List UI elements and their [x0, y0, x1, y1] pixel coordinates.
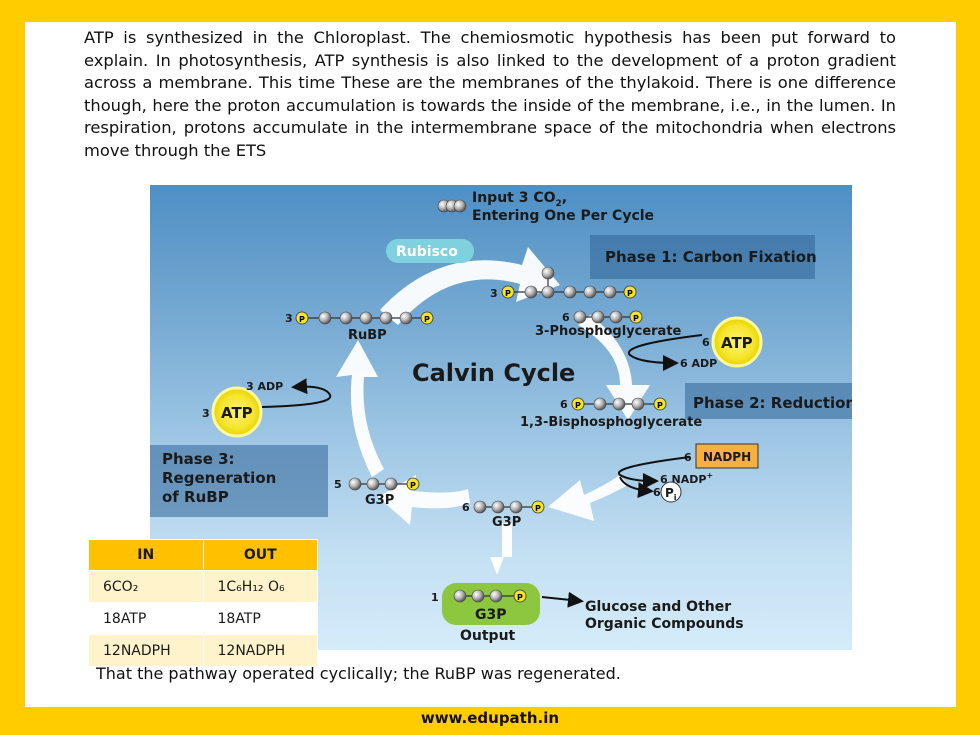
- pga-molecule: 6 P: [562, 310, 643, 324]
- svg-text:P: P: [535, 504, 541, 513]
- products-label-2: Organic Compounds: [585, 616, 744, 632]
- g3p-five-label: G3P: [365, 493, 394, 508]
- atp-in-count: 6: [702, 336, 710, 349]
- six-carbon-intermediate: 3 P P: [490, 266, 637, 300]
- calvin-cycle-diagram: Phase 1: Carbon Fixation Phase 2: Reduct…: [150, 185, 852, 650]
- table-cell: 1C₆H₁₂ O₆: [202, 570, 318, 603]
- phase1-box: [590, 235, 815, 279]
- svg-text:P: P: [424, 315, 430, 324]
- atp-circle-2: [211, 386, 263, 438]
- phase3-label-3: of RuBP: [162, 488, 229, 506]
- input-label-2: Entering One Per Cycle: [472, 208, 654, 224]
- pi-arrow: [619, 476, 654, 499]
- table-row: 6CO₂ 1C₆H₁₂ O₆: [88, 570, 318, 603]
- svg-text:6: 6: [562, 311, 570, 324]
- adp-out-label: 6 ADP: [680, 357, 717, 370]
- nadph-arrow: [617, 456, 691, 489]
- rubisco-label: Rubisco: [396, 244, 458, 260]
- pga-label: 3-Phosphoglycerate: [535, 324, 682, 339]
- phase2-box: [685, 383, 852, 419]
- pi-circle: [660, 481, 682, 503]
- atp-label-1: ATP: [721, 334, 753, 352]
- table-header-out: OUT: [202, 539, 318, 571]
- g3p-six-molecule: 6 P: [462, 500, 545, 514]
- rubisco-pill: [386, 239, 474, 263]
- table-cell: 12NADPH: [202, 634, 318, 667]
- table-cell: 12NADPH: [88, 634, 204, 667]
- website-footer: www.edupath.in: [420, 709, 560, 727]
- table-header-in: IN: [88, 539, 204, 571]
- phase3-box: [150, 445, 328, 517]
- intro-paragraph: ATP is synthesized in the Chloroplast. T…: [84, 28, 896, 160]
- atp3-count: 3: [202, 407, 210, 420]
- svg-text:6: 6: [462, 501, 470, 514]
- rubp-molecule: 3 P P: [285, 311, 434, 325]
- table-row: 18ATP 18ATP: [88, 602, 318, 635]
- svg-text:P: P: [657, 401, 663, 410]
- table-cell: 6CO₂: [88, 570, 204, 603]
- svg-text:6: 6: [560, 398, 568, 411]
- phase2-label: Phase 2: Reduction: [693, 394, 852, 412]
- adp3-out-label: 3 ADP: [246, 380, 283, 393]
- output-molecule: P: [453, 589, 527, 603]
- input-label-1: Input 3 CO2,: [472, 190, 567, 209]
- g3p-five-molecule: 5 P: [334, 477, 420, 491]
- svg-text:P: P: [627, 289, 633, 298]
- svg-text:P: P: [410, 481, 416, 490]
- table-cell: 18ATP: [202, 602, 318, 635]
- output-label: G3P: [475, 607, 507, 623]
- cycle-arrows: [336, 247, 650, 575]
- phase1-label: Phase 1: Carbon Fixation: [605, 248, 817, 266]
- atp-adp-arrow: [627, 334, 703, 371]
- g3p-six-label: G3P: [492, 515, 521, 530]
- calvin-cycle-svg: Phase 1: Carbon Fixation Phase 2: Reduct…: [150, 190, 852, 644]
- atp-circle-1: [711, 316, 763, 368]
- in-out-table: IN OUT 6CO₂ 1C₆H₁₂ O₆ 18ATP 18ATP 12NADP…: [88, 539, 318, 667]
- bpg-label: 1,3-Bisphosphoglycerate: [520, 415, 702, 430]
- bpg-molecule: 6 P P: [560, 397, 667, 411]
- table-cell: 18ATP: [88, 602, 204, 635]
- diagram-title: Calvin Cycle: [412, 359, 575, 387]
- svg-text:P: P: [299, 315, 305, 324]
- svg-text:P: P: [517, 593, 523, 602]
- table-row: 12NADPH 12NADPH: [88, 634, 318, 667]
- co2-molecules: [437, 199, 467, 213]
- products-label-1: Glucose and Other: [585, 599, 731, 615]
- conclusion-text: That the pathway operated cyclically; th…: [96, 664, 621, 683]
- pi-label: Pi: [665, 486, 677, 502]
- rubp-label: RuBP: [348, 328, 387, 343]
- pi-count: 6: [653, 486, 661, 499]
- svg-text:3: 3: [490, 287, 498, 300]
- svg-text:5: 5: [334, 478, 342, 491]
- phase3-label-2: Regeneration: [162, 469, 276, 487]
- svg-text:P: P: [575, 401, 581, 410]
- atp-label-2: ATP: [221, 404, 253, 422]
- atp3-adp-arrow: [261, 378, 332, 408]
- svg-text:3: 3: [285, 312, 293, 325]
- output-arrow: [541, 591, 584, 608]
- nadph-label: NADPH: [703, 450, 751, 464]
- svg-text:P: P: [633, 314, 639, 323]
- svg-text:P: P: [505, 289, 511, 298]
- output-count: 1: [431, 591, 439, 604]
- output-caption: Output: [460, 628, 516, 644]
- phase3-label-1: Phase 3:: [162, 450, 235, 468]
- nadph-box: [695, 443, 759, 469]
